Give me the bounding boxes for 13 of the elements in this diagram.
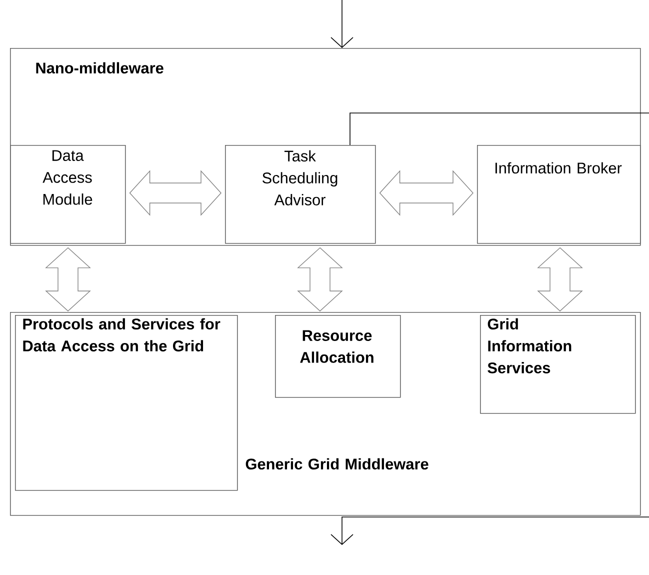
double-arrow [129, 170, 222, 216]
double-arrow [537, 247, 583, 312]
module-box: Grid Information Services [480, 315, 636, 414]
double-arrow [379, 170, 474, 216]
module-box: Resource Allocation [275, 315, 401, 398]
module-box: Protocols and Services for Data Access on the Grid [15, 315, 238, 491]
double-arrow [45, 247, 91, 312]
module-box: Data Access Module [10, 145, 126, 244]
double-arrow [297, 247, 343, 312]
module-box: Information Broker [477, 145, 641, 244]
connector-line [350, 112, 649, 146]
arrow [330, 0, 354, 48]
module-box: Task Scheduling Advisor [225, 145, 376, 244]
